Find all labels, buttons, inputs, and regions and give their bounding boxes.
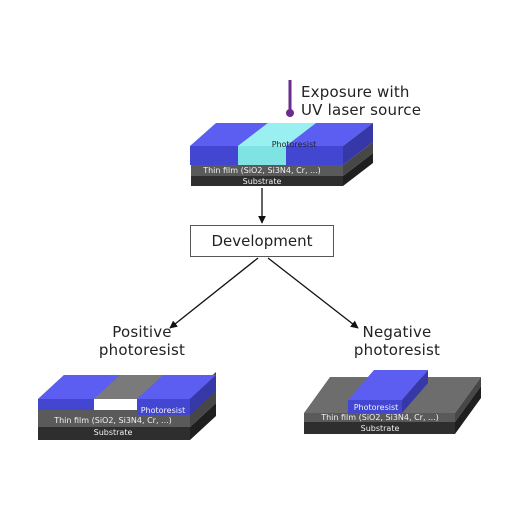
- neg-resist-front: [348, 400, 402, 413]
- exposure-label: Exposure with UV laser source: [301, 83, 421, 119]
- top-resist-right-side: [343, 123, 373, 165]
- negative-result-stack: [304, 370, 481, 434]
- top-resist-right-top: [286, 123, 373, 146]
- neg-substrate-label: Substrate: [360, 424, 400, 433]
- neg-resist-top: [348, 370, 428, 400]
- pos-resist-right-side: [190, 375, 216, 415]
- top-film-front: [191, 165, 343, 176]
- pos-resist-left-front: [38, 399, 94, 410]
- negative-label: Negative photoresist: [354, 323, 440, 359]
- top-thin-film-label: Thin film (SiO2, Si3N4, Cr, ...): [203, 166, 321, 175]
- top-film-side: [343, 142, 373, 176]
- pos-resist-right-top: [137, 375, 216, 399]
- pos-resist-right-front: [137, 399, 190, 415]
- exposure-label-line2: UV laser source: [301, 101, 422, 119]
- exposure-stack: [190, 123, 373, 186]
- positive-label-line2: photoresist: [98, 341, 186, 359]
- neg-film-front: [304, 413, 455, 422]
- positive-label: Positive photoresist: [99, 323, 185, 359]
- top-resist-left-front: [190, 146, 238, 165]
- neg-substrate-front: [304, 422, 455, 434]
- pos-resist-left-top: [38, 375, 120, 399]
- top-substrate-side: [343, 153, 373, 186]
- pos-gap-floor: [94, 375, 163, 399]
- pos-substrate-side: [190, 403, 216, 440]
- pos-substrate-label: Substrate: [93, 428, 133, 437]
- top-exposed-front: [238, 146, 286, 165]
- exposure-label-line1: Exposure with: [301, 83, 410, 101]
- top-exposed-top: [238, 123, 316, 146]
- arrow-to-positive: [169, 257, 259, 329]
- development-label: Development: [211, 232, 313, 250]
- neg-substrate-side: [455, 386, 481, 434]
- positive-label-line1: Positive: [112, 323, 172, 341]
- neg-thin-film-label: Thin film (SiO2, Si3N4, Cr, ...): [321, 413, 439, 422]
- top-substrate-front: [191, 176, 343, 186]
- negative-label-line2: photoresist: [353, 341, 441, 359]
- pos-photoresist-label: Photoresist: [140, 406, 186, 415]
- top-resist-left-top: [190, 123, 268, 146]
- pos-substrate-front: [38, 427, 190, 440]
- negative-label-line1: Negative: [362, 323, 432, 341]
- arrow-to-negative: [267, 257, 359, 329]
- positive-result-stack: [38, 372, 216, 440]
- top-photoresist-label: Photoresist: [271, 140, 317, 149]
- development-box: Development: [190, 225, 334, 257]
- neg-resist-side: [402, 370, 428, 413]
- pos-thin-film-label: Thin film (SiO2, Si3N4, Cr, ...): [54, 416, 172, 425]
- top-substrate-label: Substrate: [242, 177, 282, 186]
- top-resist-right-front: [286, 146, 343, 165]
- neg-photoresist-label: Photoresist: [353, 403, 399, 412]
- neg-film-side: [455, 377, 481, 422]
- uv-laser-probe: [286, 80, 294, 117]
